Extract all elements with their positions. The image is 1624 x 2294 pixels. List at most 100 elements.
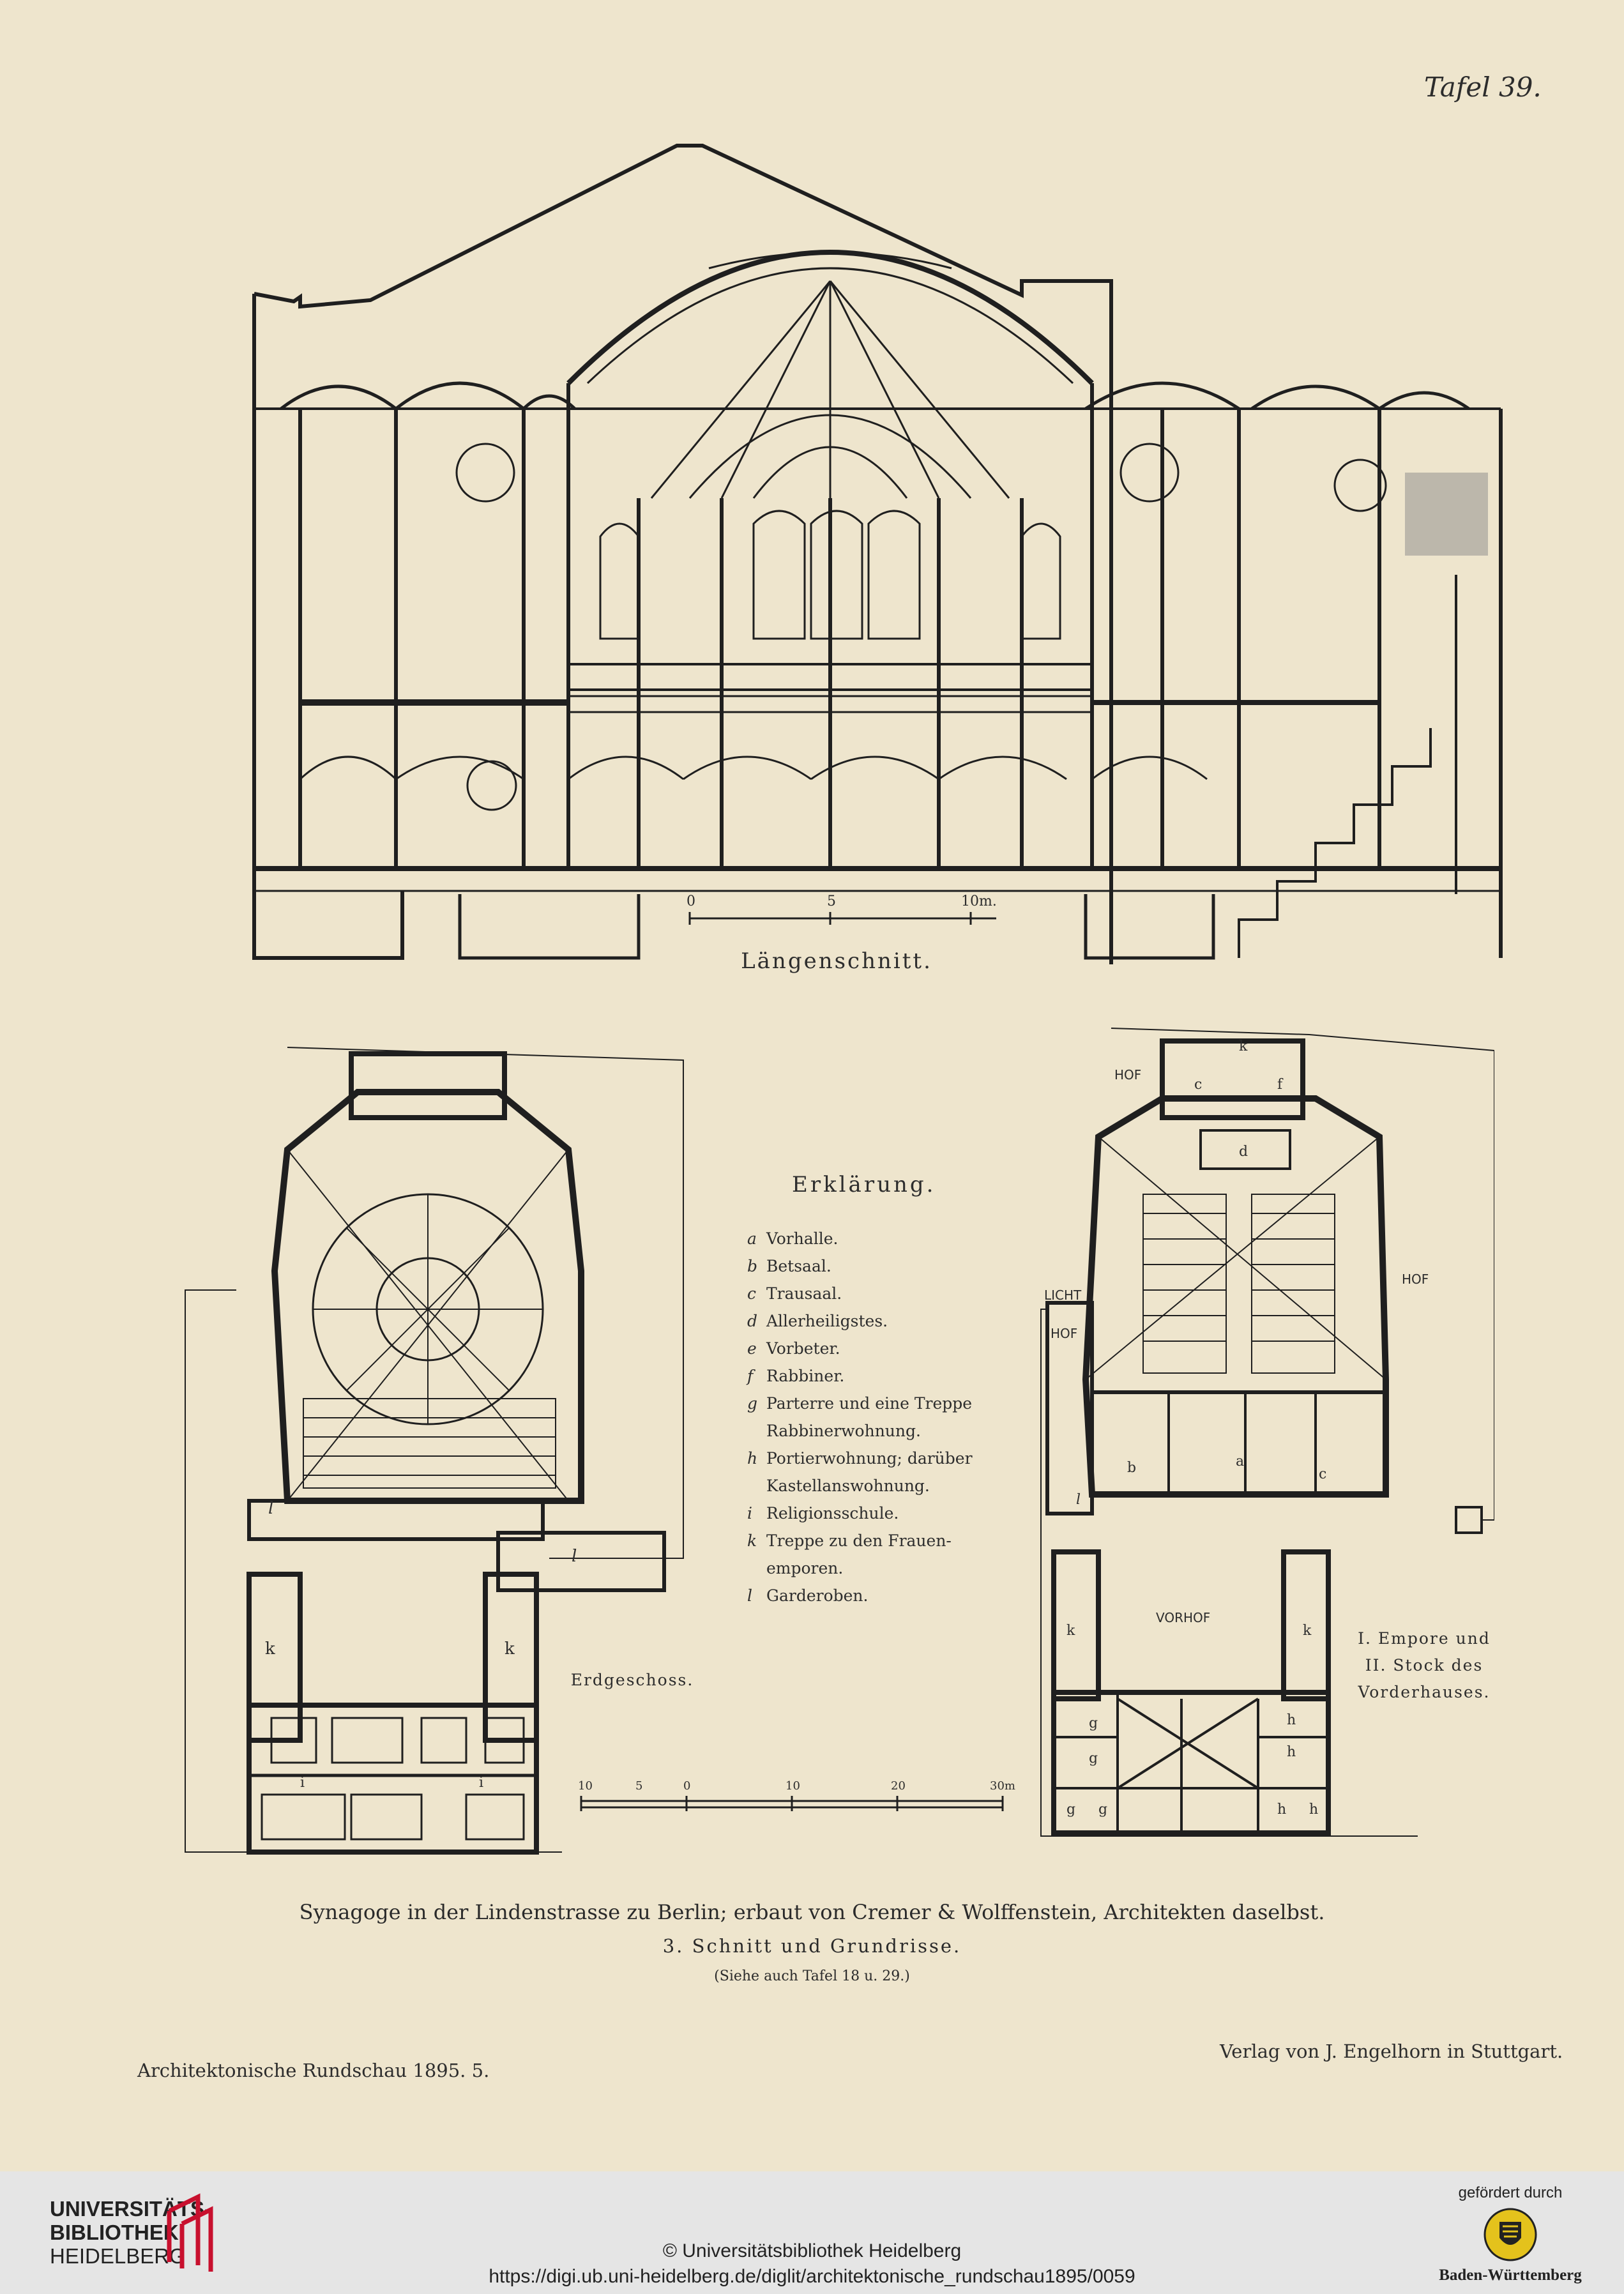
- legend-item-a: a Vorhalle.: [747, 1225, 990, 1252]
- right-plan-letter-d: d: [1239, 1144, 1248, 1160]
- scale-label-10b: 10: [785, 1779, 800, 1793]
- left-plan-letter-l2: l: [572, 1547, 577, 1566]
- right-plan-letter-h3: h: [1277, 1802, 1286, 1818]
- legend-text: Allerheiligstes.: [766, 1312, 888, 1330]
- publication-source: Architektonische Rundschau 1895. 5.: [137, 2060, 490, 2081]
- plate-reference: (Siehe auch Tafel 18 u. 29.): [714, 1968, 910, 1984]
- legend-text: emporen.: [766, 1559, 844, 1577]
- right-plan-letter-l: l: [1076, 1492, 1081, 1508]
- legend-key: e: [747, 1339, 757, 1358]
- legend-text: Rabbinerwohnung.: [766, 1422, 921, 1440]
- right-plan-letter-g1: g: [1089, 1715, 1098, 1731]
- right-plan-caption-line: II. Stock des: [1365, 1656, 1484, 1675]
- legend-text: Garderoben.: [766, 1586, 869, 1605]
- left-plan-letter-k2: k: [505, 1639, 515, 1659]
- right-plan-label-hof-right: HOF: [1402, 1272, 1429, 1287]
- scale-label-10a: 10: [578, 1779, 593, 1793]
- right-plan-label-licht: LICHT: [1044, 1288, 1082, 1303]
- legend-item-d: d Allerheiligstes.: [747, 1307, 990, 1335]
- legend-item-e: e Vorbeter.: [747, 1335, 990, 1362]
- state-coat-of-arms-icon: [1484, 2208, 1537, 2261]
- plate-sheet: [0, 0, 1624, 2171]
- legend-key: f: [747, 1367, 754, 1385]
- legend-text: Betsaal.: [766, 1257, 831, 1275]
- legend-text: Trausaal.: [766, 1284, 842, 1303]
- scale-label-5: 5: [635, 1779, 642, 1793]
- section-scale-label-5: 5: [827, 893, 836, 909]
- legend-item-h-cont: Kastellanswohnung.: [747, 1472, 990, 1500]
- funded-by-label: gefördert durch: [1458, 2184, 1563, 2201]
- right-plan-letter-g3: g: [1066, 1802, 1075, 1818]
- left-plan-letter-i1: i: [300, 1775, 305, 1791]
- section-caption: Längenschnitt.: [741, 948, 932, 974]
- legend-item-h: h Portierwohnung; darüber: [747, 1445, 990, 1472]
- right-plan-letter-g2: g: [1089, 1751, 1098, 1766]
- right-plan-caption: I. Empore und II. Stock des Vorderhauses…: [1347, 1625, 1501, 1706]
- section-scale-label-0: 0: [687, 893, 695, 909]
- left-plan-letter-k1: k: [265, 1639, 275, 1659]
- library-name-line: BIBLIOTHEK: [50, 2221, 179, 2244]
- right-plan-caption-line: Vorderhauses.: [1358, 1683, 1491, 1701]
- left-plan-letter-i2: i: [479, 1775, 483, 1791]
- right-plan-letter-a: a: [1236, 1454, 1244, 1470]
- plate-number: Tafel 39.: [1424, 72, 1542, 103]
- right-plan-letter-h1: h: [1287, 1712, 1296, 1728]
- plate-subtitle: 3. Schnitt und Grundrisse.: [662, 1935, 962, 1957]
- legend-item-g-cont: Rabbinerwohnung.: [747, 1417, 990, 1445]
- right-plan-letter-k-top: k: [1239, 1038, 1248, 1054]
- library-logo-icon: [167, 2193, 213, 2272]
- legend-key: c: [747, 1284, 757, 1303]
- right-plan-caption-line: I. Empore und: [1358, 1629, 1491, 1648]
- legend-key: d: [747, 1312, 758, 1330]
- copyright-notice: © Universitätsbibliothek Heidelberg: [662, 2240, 962, 2261]
- legend-title: Erklärung.: [792, 1172, 936, 1197]
- scale-label-30m: 30m: [990, 1779, 1015, 1793]
- library-name-line: HEIDELBERG: [50, 2244, 186, 2268]
- legend-text: Religionsschule.: [766, 1504, 899, 1523]
- legend-key: a: [747, 1229, 757, 1248]
- legend-key: i: [747, 1504, 752, 1523]
- legend-text: Portierwohnung; darüber: [766, 1449, 973, 1468]
- right-plan-label-vorhof: VORHOF: [1156, 1610, 1210, 1625]
- scale-label-20: 20: [891, 1779, 906, 1793]
- legend-item-k-cont: emporen.: [747, 1554, 990, 1582]
- legend-text: Treppe zu den Frauen-: [766, 1531, 952, 1550]
- library-name-line: UNIVERSITÄTS-: [50, 2197, 212, 2221]
- right-plan-letter-k1: k: [1066, 1623, 1075, 1639]
- right-plan-letter-k2: k: [1303, 1623, 1312, 1639]
- funding-block: gefördert durch Baden-Württemberg: [1424, 2184, 1597, 2284]
- right-plan-label-hof-small: HOF: [1051, 1326, 1077, 1341]
- legend-text: Kastellanswohnung.: [766, 1477, 930, 1495]
- right-plan-letter-g4: g: [1098, 1802, 1107, 1818]
- state-name: Baden-Württemberg: [1439, 2267, 1582, 2284]
- longitudinal-section-drawing: 0 5 10m.: [252, 144, 1503, 964]
- plate-title: Synagoge in der Lindenstrasse zu Berlin;…: [299, 1900, 1325, 1924]
- footer-bar: [0, 2171, 1624, 2294]
- right-plan-letter-c-top: c: [1194, 1077, 1202, 1093]
- right-plan-letter-h2: h: [1287, 1744, 1296, 1760]
- legend-key: b: [747, 1257, 758, 1275]
- legend-text: Rabbiner.: [766, 1367, 845, 1385]
- source-url-link[interactable]: https://digi.ub.uni-heidelberg.de/diglit…: [489, 2266, 1135, 2287]
- legend-key: h: [747, 1449, 758, 1468]
- legend-item-l: l Garderoben.: [747, 1582, 990, 1609]
- legend-item-f: f Rabbiner.: [747, 1362, 990, 1390]
- scale-label-0: 0: [683, 1779, 690, 1793]
- right-plan-letter-f: f: [1277, 1077, 1284, 1093]
- legend-key: g: [747, 1394, 758, 1413]
- legend-text: Vorbeter.: [766, 1339, 840, 1358]
- legend-item-c: c Trausaal.: [747, 1280, 990, 1307]
- ground-floor-plan-drawing: l l k k i i: [185, 1047, 684, 1855]
- right-plan-label-hof-top: HOF: [1114, 1067, 1141, 1082]
- legend-key: l: [747, 1586, 752, 1605]
- right-plan-letter-b: b: [1127, 1460, 1136, 1476]
- library-name: UNIVERSITÄTS- BIBLIOTHEK HEIDELBERG: [50, 2197, 211, 2268]
- legend-text: Vorhalle.: [766, 1229, 839, 1248]
- plans-scale-bar: 10 5 0 10 20 30m: [578, 1779, 1015, 1811]
- legend-list: a Vorhalle. b Betsaal. c Trausaal. d Allerhe…: [747, 1225, 990, 1609]
- section-scale-label-10: 10m.: [961, 893, 997, 909]
- left-plan-caption: Erdgeschoss.: [570, 1671, 694, 1689]
- legend-item-i: i Religionsschule.: [747, 1500, 990, 1527]
- right-plan-letter-c-bottom: c: [1319, 1466, 1326, 1482]
